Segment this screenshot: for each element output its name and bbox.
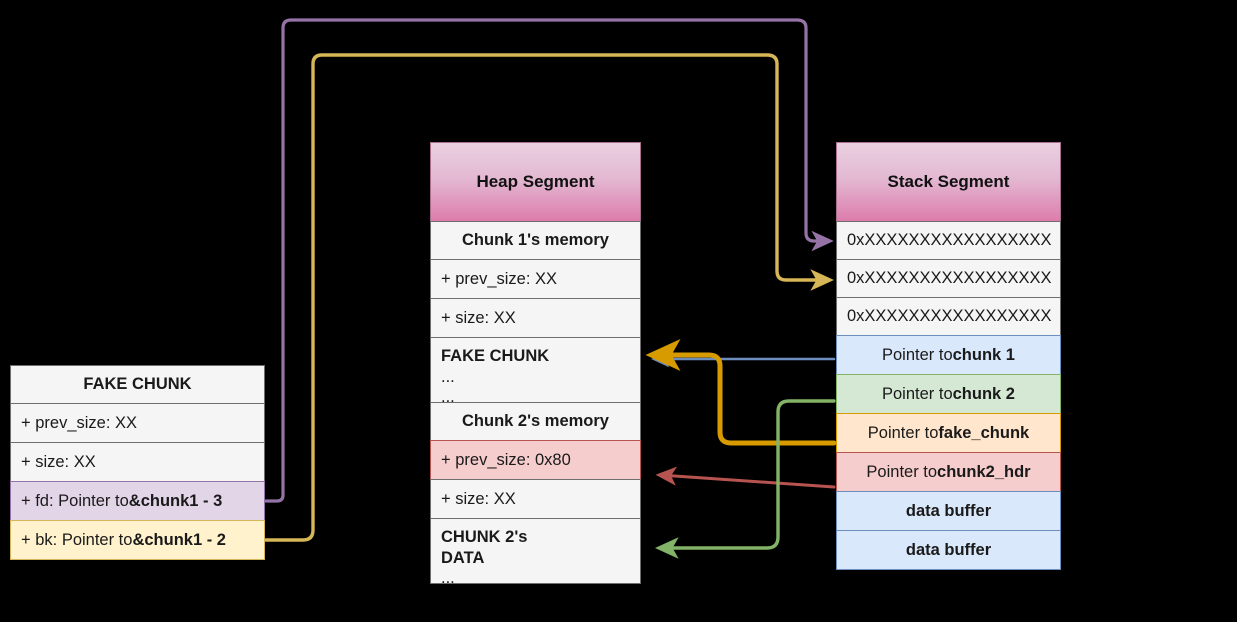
- fake-chunk-bk-prefix: + bk: Pointer to: [21, 530, 133, 549]
- fake-chunk-box: FAKE CHUNK + prev_size: XX + size: XX + …: [10, 365, 265, 560]
- ptr-chunk2hdr-target: chunk2_hdr: [937, 462, 1031, 481]
- heap-row-chunk2-memory[interactable]: Chunk 2's memory: [430, 402, 641, 441]
- fake-chunk-body-title: FAKE CHUNK: [441, 347, 550, 365]
- ptr-chunk2-target: chunk 2: [952, 384, 1015, 403]
- stack-segment-header: Stack Segment: [836, 142, 1061, 222]
- heap-segment-box: Heap Segment Chunk 1's memory + prev_siz…: [430, 142, 641, 587]
- stack-row-addr-2[interactable]: 0xXXXXXXXXXXXXXXXXX: [836, 259, 1061, 298]
- chunk2-data-line2: DATA: [441, 548, 485, 567]
- stack-row-addr-3[interactable]: 0xXXXXXXXXXXXXXXXXX: [836, 297, 1061, 336]
- wire-ptr-chunk2-to-heap: [654, 399, 836, 559]
- fake-chunk-body-line3: ...: [441, 388, 455, 407]
- stack-row-addr-1[interactable]: 0xXXXXXXXXXXXXXXXXX: [836, 221, 1061, 260]
- ptr-fakechunk-target: fake_chunk: [938, 423, 1030, 442]
- stack-row-ptr-chunk1[interactable]: Pointer to chunk 1: [836, 335, 1061, 375]
- heap-row-chunk1-size[interactable]: + size: XX: [430, 298, 641, 338]
- chunk2-data-line1: CHUNK 2's: [441, 528, 528, 546]
- heap-row-chunk2-prevsize[interactable]: + prev_size: 0x80: [430, 440, 641, 480]
- fake-chunk-row-prevsize[interactable]: + prev_size: XX: [10, 403, 265, 443]
- stack-row-ptr-fakechunk[interactable]: Pointer to fake_chunk: [836, 413, 1061, 453]
- ptr-chunk1-prefix: Pointer to: [882, 345, 953, 364]
- ptr-chunk2hdr-prefix: Pointer to: [866, 462, 938, 481]
- fake-chunk-header: FAKE CHUNK: [10, 365, 265, 404]
- ptr-chunk2-prefix: Pointer to: [882, 384, 953, 403]
- heap-segment-header: Heap Segment: [430, 142, 641, 222]
- fake-chunk-fd-target: &chunk1 - 3: [128, 491, 223, 510]
- heap-row-chunk2-size[interactable]: + size: XX: [430, 479, 641, 519]
- fake-chunk-fd-prefix: + fd: Pointer to: [21, 491, 129, 510]
- chunk2-data-line3: ...: [441, 569, 455, 588]
- stack-row-ptr-chunk2hdr[interactable]: Pointer to chunk2_hdr: [836, 452, 1061, 492]
- heap-row-fake-chunk-body[interactable]: FAKE CHUNK ... ...: [430, 337, 641, 406]
- wire-ptr-fakechunk-to-heap: [645, 339, 837, 446]
- wire-ptr-chunk2hdr-to-heap: [655, 466, 836, 489]
- fake-chunk-row-size[interactable]: + size: XX: [10, 442, 265, 482]
- fake-chunk-body-line2: ...: [441, 367, 455, 386]
- fake-chunk-row-fd[interactable]: + fd: Pointer to &chunk1 - 3: [10, 481, 265, 521]
- heap-row-chunk1-prevsize[interactable]: + prev_size: XX: [430, 259, 641, 299]
- heap-row-chunk1-memory[interactable]: Chunk 1's memory: [430, 221, 641, 260]
- stack-row-data-buffer-1[interactable]: data buffer: [836, 491, 1061, 531]
- ptr-fakechunk-prefix: Pointer to: [867, 423, 939, 442]
- heap-row-chunk2-data[interactable]: CHUNK 2's DATA ...: [430, 518, 641, 587]
- fake-chunk-bk-target: &chunk1 - 2: [132, 530, 226, 549]
- ptr-chunk1-target: chunk 1: [952, 345, 1015, 364]
- stack-row-ptr-chunk2[interactable]: Pointer to chunk 2: [836, 374, 1061, 414]
- fake-chunk-row-bk[interactable]: + bk: Pointer to &chunk1 - 2: [10, 520, 265, 560]
- stack-segment-box: Stack Segment 0xXXXXXXXXXXXXXXXXX 0xXXXX…: [836, 142, 1061, 570]
- stack-row-data-buffer-2[interactable]: data buffer: [836, 530, 1061, 570]
